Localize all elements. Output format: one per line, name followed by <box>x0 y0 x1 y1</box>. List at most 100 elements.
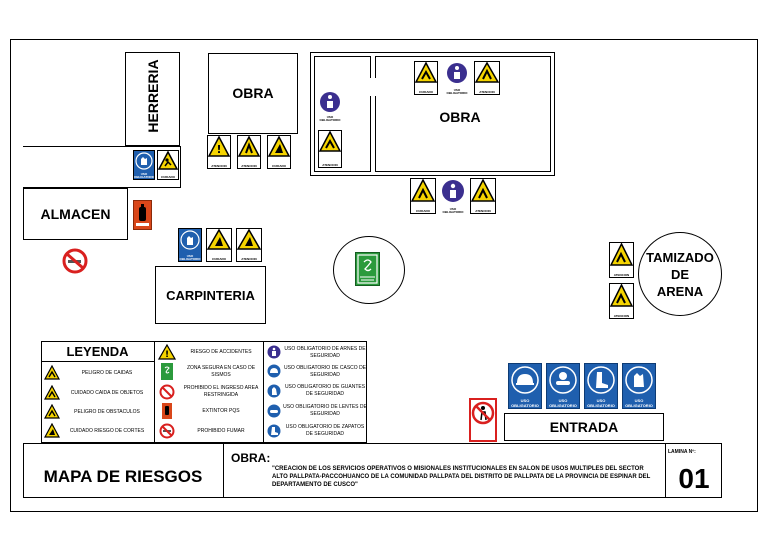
legend-label: USO OBLIGATORIO DE LENTES DE SEGURIDAD <box>283 404 367 417</box>
earthquake-safe-zone-sign <box>355 252 380 286</box>
legend-label: ZONA SEGURA EN CASO DE SISMOS <box>186 365 256 378</box>
lamina-label: LAMINA Nº: <box>668 449 696 455</box>
sign-caption: ATENCION <box>475 209 491 213</box>
legend-left-item: PELIGRO DE OBSTACULOS <box>41 403 154 422</box>
legend-right-item: USO OBLIGATORIO DE CASCO DE SEGURIDAD <box>264 362 367 381</box>
falling-objects-sign: CUIDADO <box>410 178 436 214</box>
sign-caption: CUIDADO <box>161 175 175 179</box>
obstacle-sign: ATENCION <box>609 242 634 278</box>
sign-caption: ATENCION <box>322 163 338 167</box>
harness-sign: USO OBLIGATORIO <box>445 61 469 95</box>
legend-label: PROHIBIDO FUMAR <box>197 427 245 434</box>
sign-caption: ATENCION <box>613 273 630 277</box>
safe-zone-circle <box>333 236 405 304</box>
harness-sign: USO OBLIGATORIO <box>440 178 466 214</box>
sign-caption: USO OBLIGATORIO <box>179 254 201 261</box>
room-carpinteria-label: CARPINTERIA <box>166 287 255 303</box>
no-entry-sign <box>469 398 497 442</box>
sign-caption: ATENCION <box>613 314 630 318</box>
legend-label: USO OBLIGATORIO DE ARNES DE SEGURIDAD <box>284 345 366 359</box>
goggles-icon <box>267 404 281 418</box>
sign-caption: ATENCION <box>479 90 495 94</box>
sign-caption: ATENCION <box>241 257 257 261</box>
falling-objects-sign: ! ATENCION <box>207 135 231 169</box>
cut-hazard-sign: CUIDADO <box>206 228 232 262</box>
warning-triangle-icon: ! <box>158 344 176 360</box>
legend-label: USO OBLIGATORIO DE GUANTES DE SEGURIDAD <box>284 384 366 397</box>
helmet-sign: USO OBLIGATORIO <box>508 363 542 409</box>
title-block-divider <box>223 443 224 498</box>
lamina-number: 01 <box>678 463 710 494</box>
falling-person-sign: CUIDADO <box>157 150 179 180</box>
legend-left-item: PELIGRO DE CAIDAS <box>41 364 154 383</box>
sign-caption: CUIDADO <box>419 90 433 94</box>
obra-partition-wall <box>370 56 376 78</box>
no-entry-icon <box>159 384 175 400</box>
fire-extinguisher-sign <box>133 200 152 230</box>
legend-middle-item: EXTINTOR PQS <box>155 402 263 421</box>
gloves-sign: USO OBLIGATORIO <box>178 228 202 262</box>
boots-sign: USO OBLIGATORIO <box>584 363 618 409</box>
legend-label: PELIGRO DE CAIDAS <box>81 370 133 376</box>
sign-caption: USO OBLIGATORIO <box>134 172 155 179</box>
obstacle-sign: ATENCION <box>237 135 261 169</box>
legend-divider <box>41 361 154 362</box>
svg-text:!: ! <box>216 143 221 156</box>
obra-partition-wall-lower <box>370 96 376 172</box>
helmet-icon <box>267 364 281 378</box>
falling-person-sign: ATENCION <box>318 130 342 168</box>
gloves-sign: USO OBLIGATORIO <box>622 363 656 409</box>
legend-right-item: USO OBLIGATORIO DE ARNES DE SEGURIDAD <box>264 343 367 362</box>
legend-label: EXTINTOR PQS <box>202 408 240 414</box>
legend-label: PROHIBIDO EL INGRESO AREA RESTRINGIDA <box>183 385 259 398</box>
room-obra-right-label: OBRA <box>439 109 481 125</box>
legend-right-item: USO OBLIGATORIO DE ZAPATOS DE SEGURIDAD <box>264 421 367 441</box>
legend-label: USO OBLIGATORIO DE ZAPATOS DE SEGURIDAD <box>285 424 365 437</box>
legend-left-item: CUIDADO CAIDA DE OBJETOS <box>41 384 154 403</box>
falling-objects-icon <box>44 385 60 400</box>
legend-middle-item: ZONA SEGURA EN CASO DE SISMOS <box>155 362 263 382</box>
obra-label: OBRA: <box>231 451 271 465</box>
no-smoking-icon <box>159 423 175 439</box>
legend-label: USO OBLIGATORIO DE CASCO DE SEGURIDAD <box>283 364 367 378</box>
sign-caption: ATENCION <box>211 164 227 168</box>
boots-icon <box>267 424 281 438</box>
sign-caption: CUIDADO <box>416 209 430 213</box>
fire-extinguisher-icon <box>162 403 172 419</box>
legend-label: RIESGO DE ACCIDENTES <box>190 349 252 355</box>
legend-right-item: USO OBLIGATORIO DE GUANTES DE SEGURIDAD <box>264 381 367 401</box>
sign-caption: USO OBLIGATORIO <box>446 88 468 95</box>
gloves-sign: USO OBLIGATORIO <box>133 150 155 180</box>
room-obra-left-label: OBRA <box>232 85 274 101</box>
legend-label: PELIGRO DE OBSTACULOS <box>74 409 140 415</box>
legend-middle-item: PROHIBIDO EL INGRESO AREA RESTRINGIDA <box>155 382 263 402</box>
legend-middle-item: ! RIESGO DE ACCIDENTES <box>155 343 263 362</box>
room-obra-left <box>208 53 298 134</box>
no-smoking-sign <box>61 248 89 274</box>
room-almacen <box>23 188 128 240</box>
room-tamizado-de-arena: TAMIZADO DE ARENA <box>638 232 722 316</box>
legend-label: CUIDADO CAIDA DE OBJETOS <box>70 390 144 396</box>
cut-hazard-sign: CUIDADO <box>267 135 291 169</box>
map-title: MAPA DE RIESGOS <box>43 467 203 486</box>
cut-hazard-icon <box>44 423 60 438</box>
title-block <box>23 443 722 498</box>
obstacle-sign: ATENCION <box>474 61 500 95</box>
legend-divider <box>154 341 155 443</box>
room-entrada <box>504 413 664 441</box>
obstacle-sign: ATENCION <box>609 283 634 319</box>
room-herreria-label: HERRERIA <box>145 59 161 133</box>
cut-hazard-sign: ATENCION <box>236 228 262 262</box>
goggles-sign: USO OBLIGATORIO <box>546 363 580 409</box>
legend-table <box>41 341 367 443</box>
sign-caption: ATENCION <box>241 164 257 168</box>
svg-text:!: ! <box>165 350 169 360</box>
sign-caption: USO OBLIGATORIO <box>625 398 653 408</box>
title-block-divider <box>665 443 666 498</box>
harness-sign: USO OBLIGATORIO <box>318 90 342 122</box>
earthquake-safe-zone-icon <box>161 363 173 380</box>
obra-description: "CREACION DE LOS SERVICIOS OPERATIVOS O … <box>272 466 651 488</box>
sign-caption: USO OBLIGATORIO <box>587 398 615 408</box>
sign-caption: USO OBLIGATORIO <box>549 398 577 408</box>
gloves-icon <box>267 384 281 398</box>
